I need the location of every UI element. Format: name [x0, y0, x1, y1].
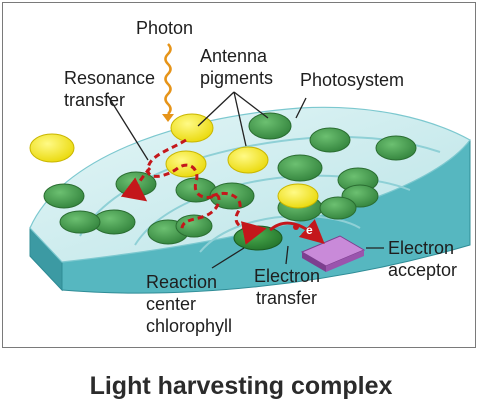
green-pigment-13	[59, 210, 101, 234]
green-pigment-15	[175, 214, 213, 238]
reaction-center-label-line1: Reaction	[146, 272, 217, 292]
electron-transfer-arrow	[269, 219, 325, 244]
green-pigment-4	[115, 171, 157, 197]
electron-acceptor-label-line1: Electron	[388, 238, 454, 258]
antenna-pigments-label-line1: Antenna	[200, 46, 268, 66]
electron-transfer-label-line1: Electron	[254, 266, 320, 286]
resonance-transfer-path	[146, 138, 258, 232]
resonance-transfer-label-line1: Resonance	[64, 68, 155, 88]
reaction-center-label-line3: chlorophyll	[146, 316, 232, 336]
green-pigment-6	[277, 154, 323, 182]
electron-acceptor-label-line2: acceptor	[388, 260, 457, 280]
yellow-pigment-5	[29, 133, 75, 163]
light-harvesting-diagram: e Photon Antenna pigments Photosystem Re…	[29, 18, 471, 336]
electron-acceptor-box	[300, 235, 366, 272]
antenna-pigments-label-line2: pigments	[200, 68, 273, 88]
yellow-pigment-4	[277, 183, 319, 209]
photosystem-label: Photosystem	[300, 70, 404, 90]
photon-arrowhead	[162, 114, 174, 122]
electron-symbol: e	[306, 223, 313, 237]
yellow-pigment-3	[227, 146, 269, 174]
green-pigment-3	[375, 135, 417, 161]
green-pigment-8	[43, 183, 85, 209]
green-pigment-1	[248, 112, 292, 140]
resonance-transfer-label-line2: transfer	[64, 90, 125, 110]
electron-transfer-label-line2: transfer	[256, 288, 317, 308]
green-pigment-16	[319, 196, 357, 220]
figure-caption: Light harvesting complex	[89, 372, 393, 400]
reaction-center-label-line2: center	[146, 294, 196, 314]
photon-wave	[164, 43, 172, 115]
reaction-center-chlorophyll	[233, 225, 283, 251]
label-pointers	[107, 91, 384, 269]
electron-dot	[293, 224, 299, 230]
photon-label: Photon	[136, 18, 193, 38]
green-pigment-2	[309, 127, 351, 153]
resonance-transfer-path-2	[120, 167, 152, 202]
